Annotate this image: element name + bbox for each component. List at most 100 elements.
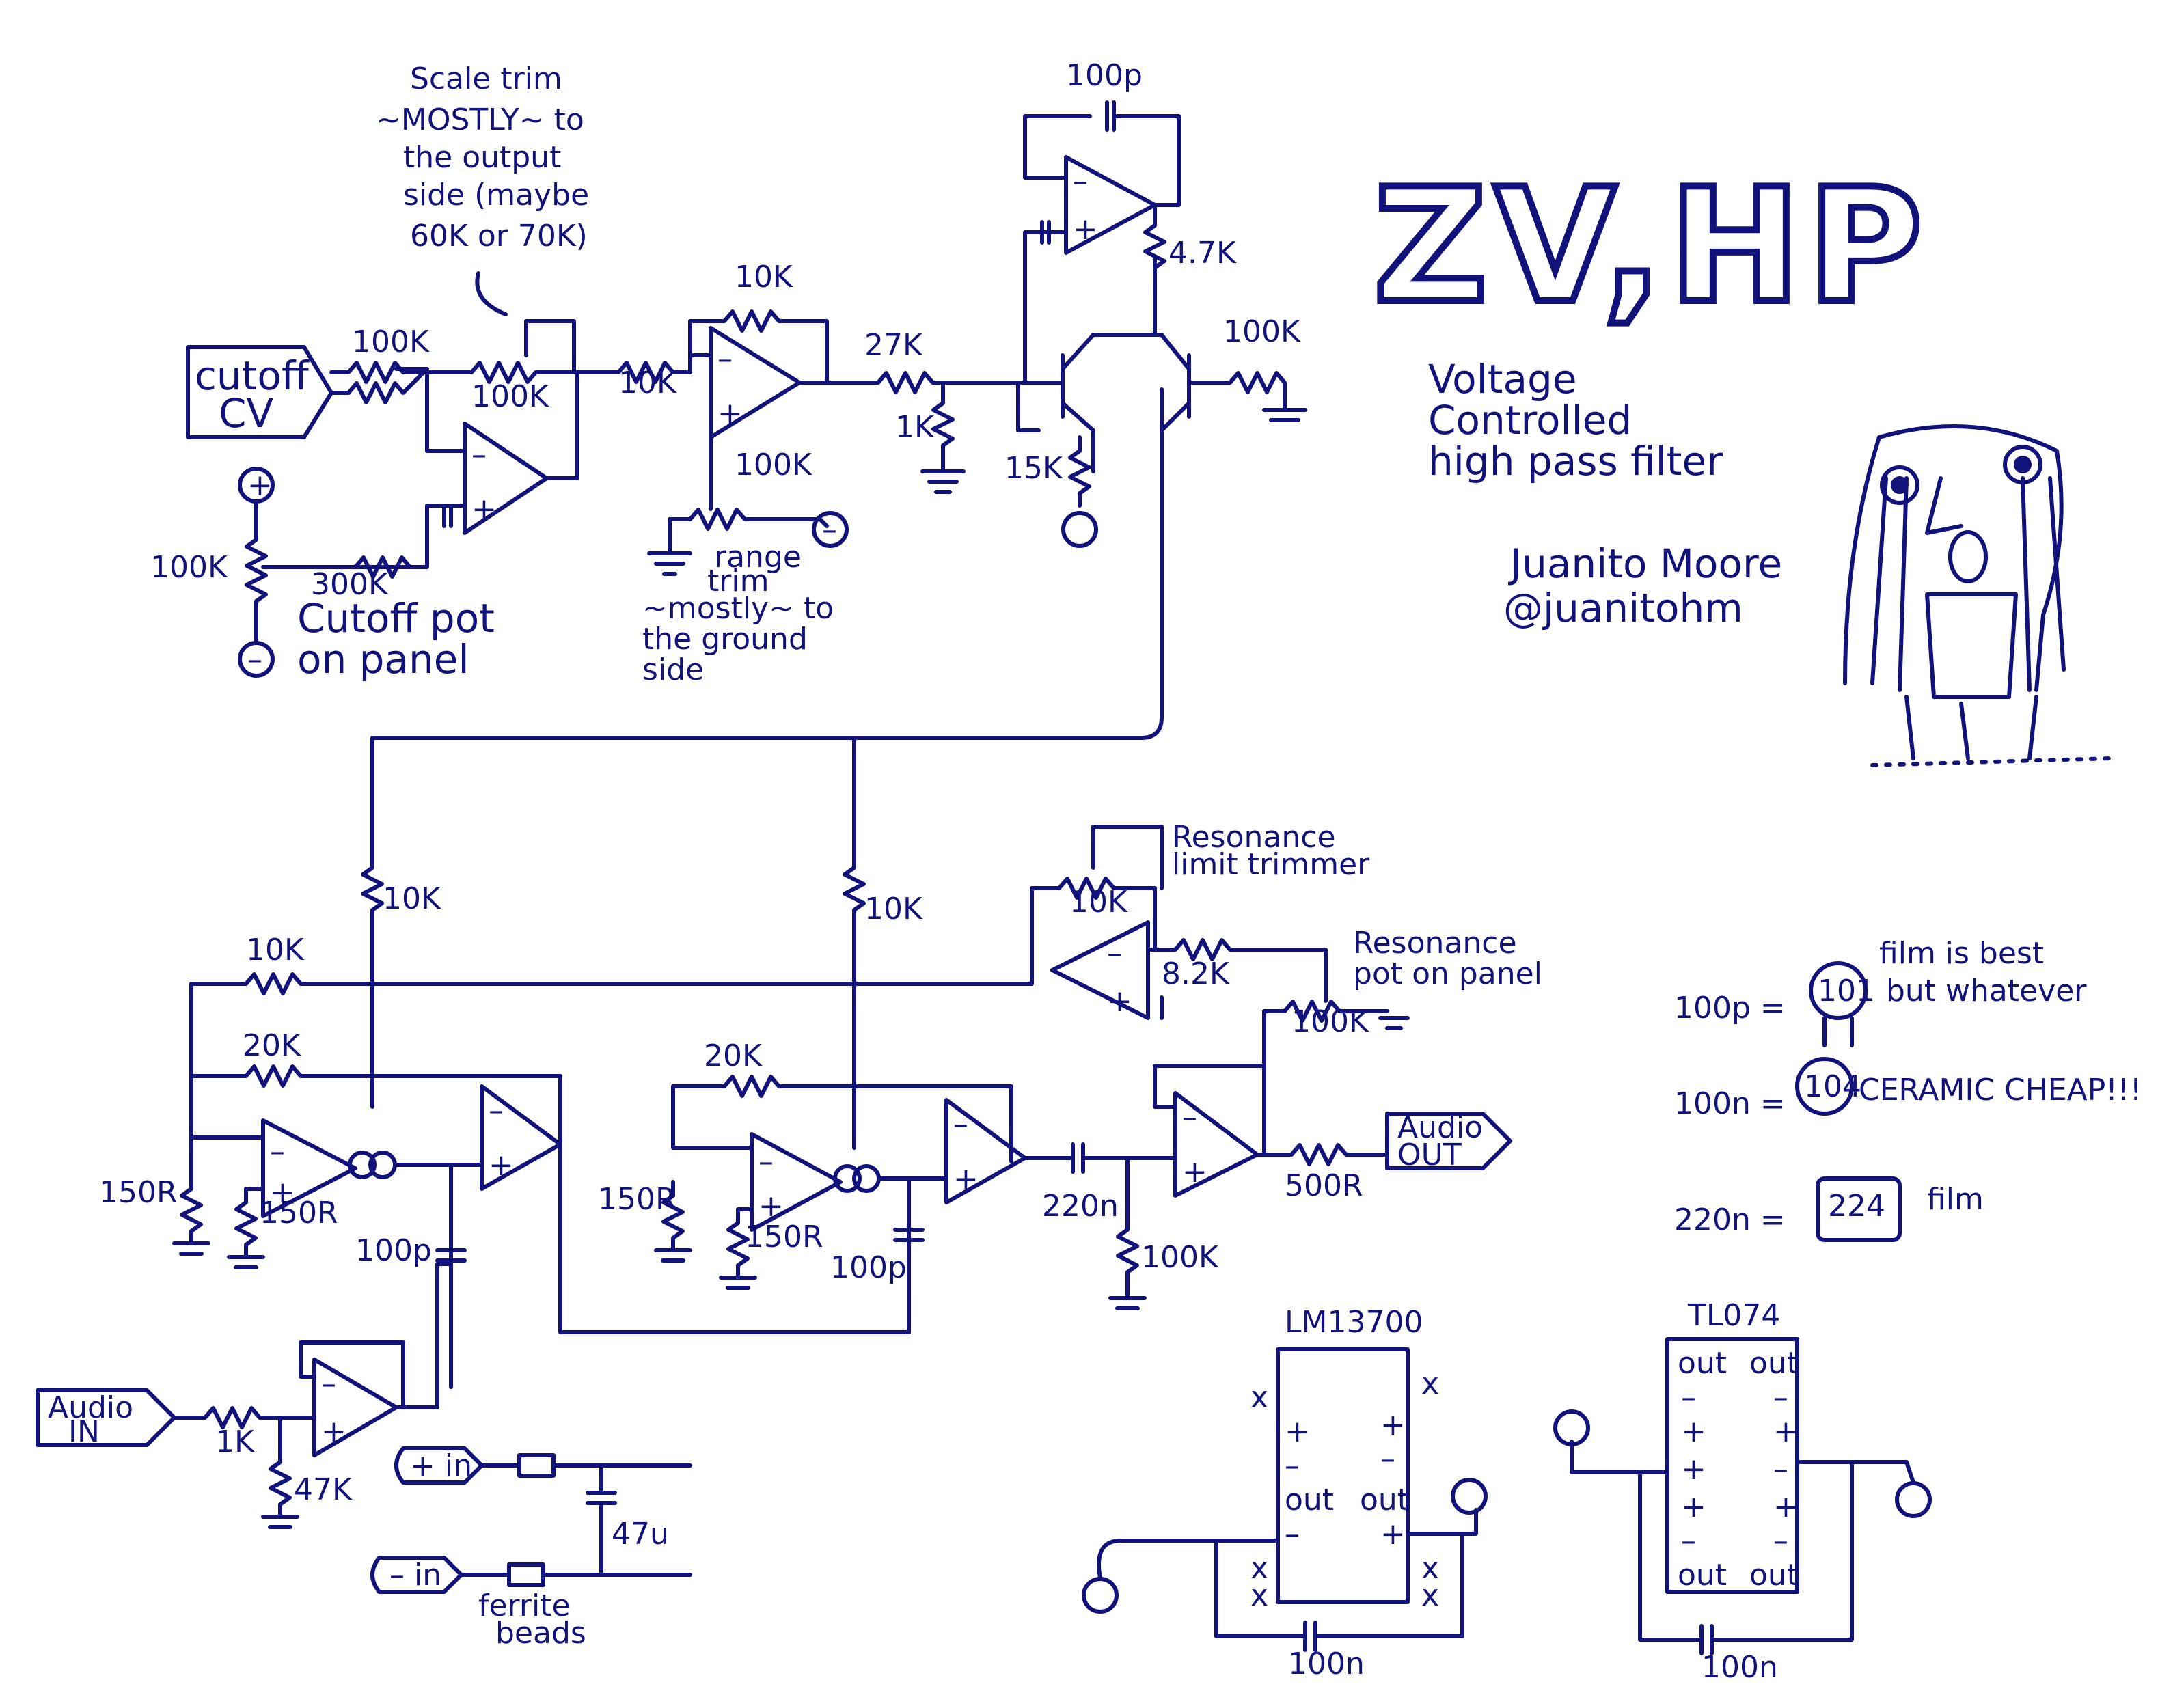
resistor-10k-res <box>189 972 1034 995</box>
svg-text:100n =: 100n = <box>1674 1086 1786 1121</box>
res-limit-note-1: Resonance <box>1172 820 1336 855</box>
cutoff-cv-jack[interactable]: cutoff CV <box>186 345 333 439</box>
resistor-100k-out <box>1108 1156 1147 1310</box>
resistor-10k-ota1 <box>361 852 384 1109</box>
scale-trim-pot[interactable] <box>425 361 579 384</box>
label-r-8-2k: 8.2K <box>1162 956 1230 991</box>
svg-text:–: – <box>1107 936 1122 971</box>
label-r-150r-1: 150R <box>99 1175 178 1210</box>
label-r-10k-res-trim: 10K <box>1069 885 1128 920</box>
label-r-15k: 15K <box>1004 451 1063 486</box>
svg-text:+: + <box>247 468 273 503</box>
svg-text:–: – <box>247 642 262 677</box>
svg-text:out: out <box>1360 1483 1409 1517</box>
label-r-20k-2: 20K <box>704 1038 763 1073</box>
resistor-4-7k <box>1143 203 1166 289</box>
svg-text:LM13700: LM13700 <box>1285 1305 1423 1340</box>
svg-text:x: x <box>1421 1578 1439 1613</box>
svg-text:IN: IN <box>68 1414 100 1449</box>
wire-control-bus <box>370 422 1164 856</box>
cap-220n-out <box>1023 1142 1177 1174</box>
svg-text:+: + <box>1285 1414 1310 1449</box>
label-c-220n: 220n <box>1042 1189 1119 1224</box>
resistor-20k-1 <box>189 1064 562 1146</box>
label-r-20k-1: 20K <box>243 1028 301 1063</box>
opamp-input-buffer: –+ <box>299 1262 453 1457</box>
label-r-100k-gnd: 100K <box>1223 314 1301 349</box>
label-r-27k: 27K <box>864 328 923 363</box>
ota-stage-1: –+ <box>172 1118 397 1269</box>
svg-text:x: x <box>1250 1380 1268 1415</box>
opamp-output: –+ <box>1153 1064 1266 1198</box>
label-scale-pot: 100K <box>472 379 549 414</box>
svg-text:+: + <box>270 1175 295 1210</box>
svg-text:–: – <box>1182 1100 1197 1135</box>
label-r-10k-c: 10K <box>864 892 923 926</box>
svg-text:104: 104 <box>1804 1069 1861 1104</box>
label-r-500r: 500R <box>1285 1168 1363 1203</box>
svg-text:+: + <box>1182 1155 1207 1189</box>
cutoff-cv-label-2: CV <box>219 390 273 437</box>
svg-text:+: + <box>1380 1407 1406 1442</box>
label-r-150r-4: 150R <box>745 1220 823 1254</box>
resistor-300k <box>353 555 412 579</box>
resistor-47k <box>261 1416 299 1529</box>
svg-text:film is best: film is best <box>1879 936 2044 971</box>
svg-text:Scale trim: Scale trim <box>410 61 562 96</box>
svg-text:x: x <box>1421 1366 1439 1401</box>
svg-text:+: + <box>1681 1489 1706 1524</box>
negative-rail-15k <box>1061 511 1098 548</box>
svg-text:–: – <box>1285 1517 1300 1552</box>
svg-text:224: 224 <box>1828 1189 1885 1224</box>
resistor-10k-in <box>575 361 692 384</box>
legend-220n: 220n = 224 film <box>1674 1176 1984 1242</box>
legend-100n: 100n = 104 CERAMIC CHEAP!!! <box>1674 1057 2142 1121</box>
svg-text:+: + <box>1773 1489 1799 1524</box>
resistor-1k-ground <box>920 381 966 494</box>
svg-text:+: + <box>1107 984 1132 1019</box>
svg-text:+: + <box>1773 1414 1799 1449</box>
label-r-47k: 47K <box>294 1472 353 1507</box>
audio-out-jack[interactable]: Audio OUT <box>1385 1110 1512 1172</box>
resistor-500r <box>1255 1143 1389 1166</box>
range-trim-pot[interactable]: – <box>647 490 849 576</box>
label-c-47u: 47u <box>612 1517 669 1552</box>
scale-trim-wiper <box>524 319 576 374</box>
author-name: Juanito Moore <box>1508 540 1782 587</box>
svg-text:–: – <box>822 512 837 547</box>
res-pot-note-1: Resonance <box>1353 926 1517 961</box>
label-r-10k-a: 10K <box>618 366 677 400</box>
label-r-10k-d: 10K <box>246 933 305 967</box>
res-limit-note-2: limit trimmer <box>1172 847 1370 882</box>
svg-text:–: – <box>953 1107 968 1142</box>
svg-text:~MOSTLY~ to: ~MOSTLY~ to <box>376 102 584 137</box>
power-input-section: + in – in <box>370 1446 692 1594</box>
svg-text:60K or 70K): 60K or 70K) <box>410 219 588 253</box>
svg-text:–: – <box>1773 1524 1788 1558</box>
resistor-15k <box>1068 435 1091 508</box>
svg-text:out: out <box>1678 1558 1727 1593</box>
svg-text:+: + <box>1073 212 1098 247</box>
subtitle-line-2: Controlled <box>1428 397 1632 443</box>
svg-text:101: 101 <box>1818 974 1875 1008</box>
cutoff-pot[interactable]: + – <box>238 467 289 678</box>
svg-text:Audio: Audio <box>1397 1110 1483 1145</box>
svg-text:–: – <box>1073 164 1088 199</box>
svg-text:side (maybe: side (maybe <box>403 178 589 212</box>
range-trim-note: range trim ~mostly~ to the ground side <box>642 540 834 687</box>
svg-text:x: x <box>1250 1551 1268 1586</box>
svg-text:side: side <box>642 652 704 687</box>
svg-text:+: + <box>953 1161 979 1196</box>
svg-text:– in: – in <box>390 1558 441 1593</box>
label-r-150r-2: 150R <box>260 1196 338 1230</box>
svg-text:220n =: 220n = <box>1674 1202 1786 1237</box>
label-cutoff-pot-value: 100K <box>150 550 228 585</box>
svg-text:trim: trim <box>707 564 769 598</box>
label-res-pot: 100K <box>1292 1004 1369 1039</box>
opamp-resonance: –+ <box>1030 825 1164 1020</box>
svg-text:+: + <box>1380 1517 1406 1552</box>
res-pot-note-2: pot on panel <box>1353 956 1542 991</box>
svg-text:–: – <box>472 437 487 472</box>
subtitle-line-1: Voltage <box>1428 356 1577 402</box>
audio-in-jack[interactable]: Audio IN <box>36 1388 176 1449</box>
